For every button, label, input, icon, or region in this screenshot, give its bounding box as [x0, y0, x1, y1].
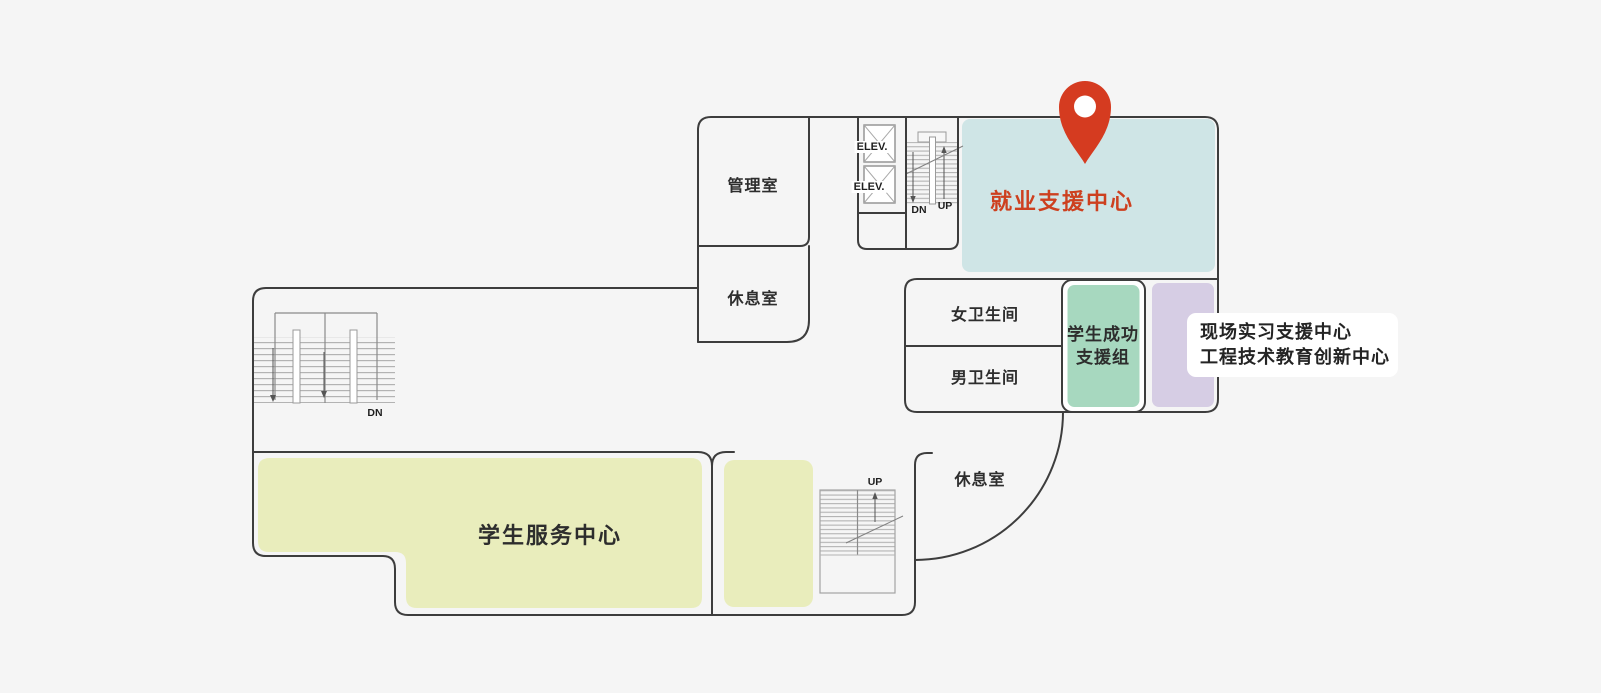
stairs-left-dn-label: DN: [367, 407, 383, 419]
elevator-label-2: ELEV.: [851, 181, 887, 193]
room-student-services-annex-highlight: [724, 460, 813, 607]
stairs-top-dn-label: DN: [911, 204, 927, 216]
walls: [252, 116, 1219, 616]
restroom-block-walls: [904, 278, 1219, 413]
room-label-rest-top: 休息室: [727, 291, 779, 308]
location-pin: [1059, 81, 1111, 164]
room-label-womens-restroom: 女卫生间: [950, 307, 1020, 324]
annex-label-line2: 工程技术教育创新中心: [1200, 347, 1390, 367]
stairs-top-up-label: UP: [937, 200, 953, 212]
management-block-walls: [697, 116, 810, 343]
annex-label-box: 现场实习支援中心 工程技术教育创新中心: [1187, 313, 1398, 377]
annex-label-line1: 现场实习支援中心: [1200, 322, 1352, 342]
room-label-mens-restroom: 男卫生间: [950, 370, 1020, 387]
room-student-services-highlight: [258, 458, 702, 608]
location-pin-hole: [1074, 95, 1096, 118]
room-label-employment-center: 就业支援中心: [989, 189, 1135, 214]
stairs-bottom: [819, 489, 904, 594]
room-label-management: 管理室: [727, 178, 779, 195]
bottom-section-walls: [252, 451, 735, 616]
stairs-bottom-up-label: UP: [867, 476, 883, 488]
stairs-left: [254, 312, 395, 404]
stairs-top: [905, 131, 964, 205]
elevator-label-1: ELEV.: [854, 141, 890, 153]
lounge-wall: [914, 452, 933, 561]
room-student-success-highlight: [1067, 285, 1140, 407]
room-label-student-services: 学生服务中心: [477, 523, 623, 548]
room-label-student-success-line2: 支援组: [1076, 348, 1130, 367]
room-employment-center-highlight: [962, 119, 1215, 272]
room-label-student-success-line1: 学生成功: [1067, 325, 1139, 344]
room-label-rest-bottom: 休息室: [954, 472, 1006, 489]
room-label-student-success: 学生成功 支援组: [1067, 323, 1139, 369]
outer-wall: [252, 116, 1219, 616]
